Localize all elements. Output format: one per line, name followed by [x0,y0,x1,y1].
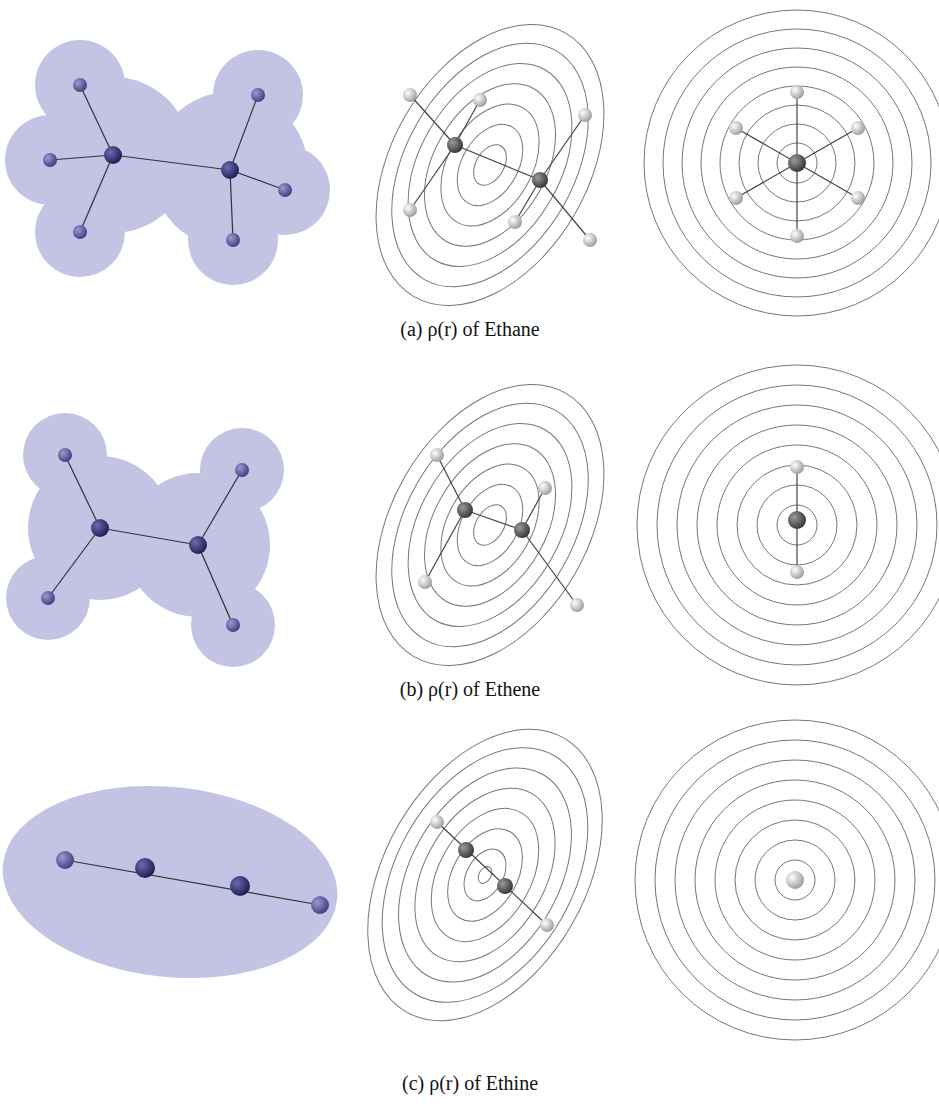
atoms [41,448,249,632]
bond-lines [437,822,547,925]
atoms [729,85,865,243]
contour-ellipses [319,688,650,1062]
atoms [43,78,292,247]
atom [786,871,804,889]
atoms [56,851,329,914]
bond-lines [425,455,577,605]
subfigure-caption: (b) ρ(r) of Ethene [400,678,540,701]
bond-lines [736,92,858,236]
atoms [403,88,597,247]
contour-circles [637,365,939,685]
bond-lines [65,860,320,905]
subfigure-caption: (a) ρ(r) of Ethane [400,318,539,341]
contour-circles [644,10,939,316]
atoms [788,460,806,579]
bond-lines [410,95,590,240]
bond-lines [50,85,285,240]
contour-ellipses [329,0,651,346]
contour-ellipses [329,344,651,705]
bond-lines [48,455,242,625]
subfigure-caption: (c) ρ(r) of Ethine [402,1072,538,1095]
atoms [418,448,584,612]
density-isosurface [5,40,330,285]
contour-circles [635,720,939,1040]
density-isosurface [6,413,284,667]
atoms [430,815,554,932]
density-isosurface [0,770,347,994]
